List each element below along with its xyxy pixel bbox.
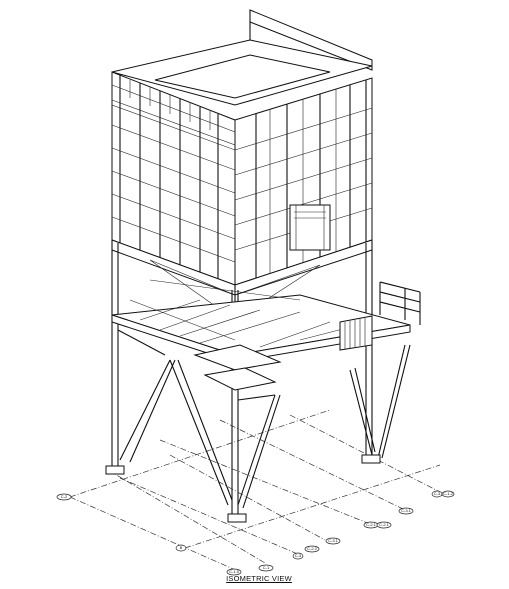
view-title: ISOMETRIC VIEW [226, 574, 292, 583]
access-panel [289, 204, 331, 251]
grid-bubbles: C-2 B C-1.5 C-1 C-3 C-2.2 C-3.1 C-2.1 C-… [56, 490, 455, 576]
support-columns [111, 240, 373, 520]
grid-label: C-1.2 [443, 491, 454, 496]
grid-label: C-3.1 [328, 538, 339, 543]
equipment-box [339, 315, 373, 351]
handrail [379, 281, 421, 325]
grid-label: C-3.1 [401, 508, 412, 513]
hopper-top [111, 9, 373, 106]
grid-label: C-3 [295, 553, 302, 558]
grid-label: C-1.5 [229, 569, 240, 574]
grid-label: B [180, 545, 183, 550]
grid-label: C-2.2 [307, 546, 318, 551]
grid-label: C-2.1 [366, 522, 377, 527]
grid-label: C-3 [434, 491, 441, 496]
diagonal-braces [117, 329, 411, 509]
grid-label: C-1 [263, 565, 270, 570]
grid-label: C-2.1 [379, 522, 390, 527]
base-plates [105, 454, 381, 523]
grid-lines [69, 409, 441, 573]
grid-label: C-2 [61, 494, 68, 499]
